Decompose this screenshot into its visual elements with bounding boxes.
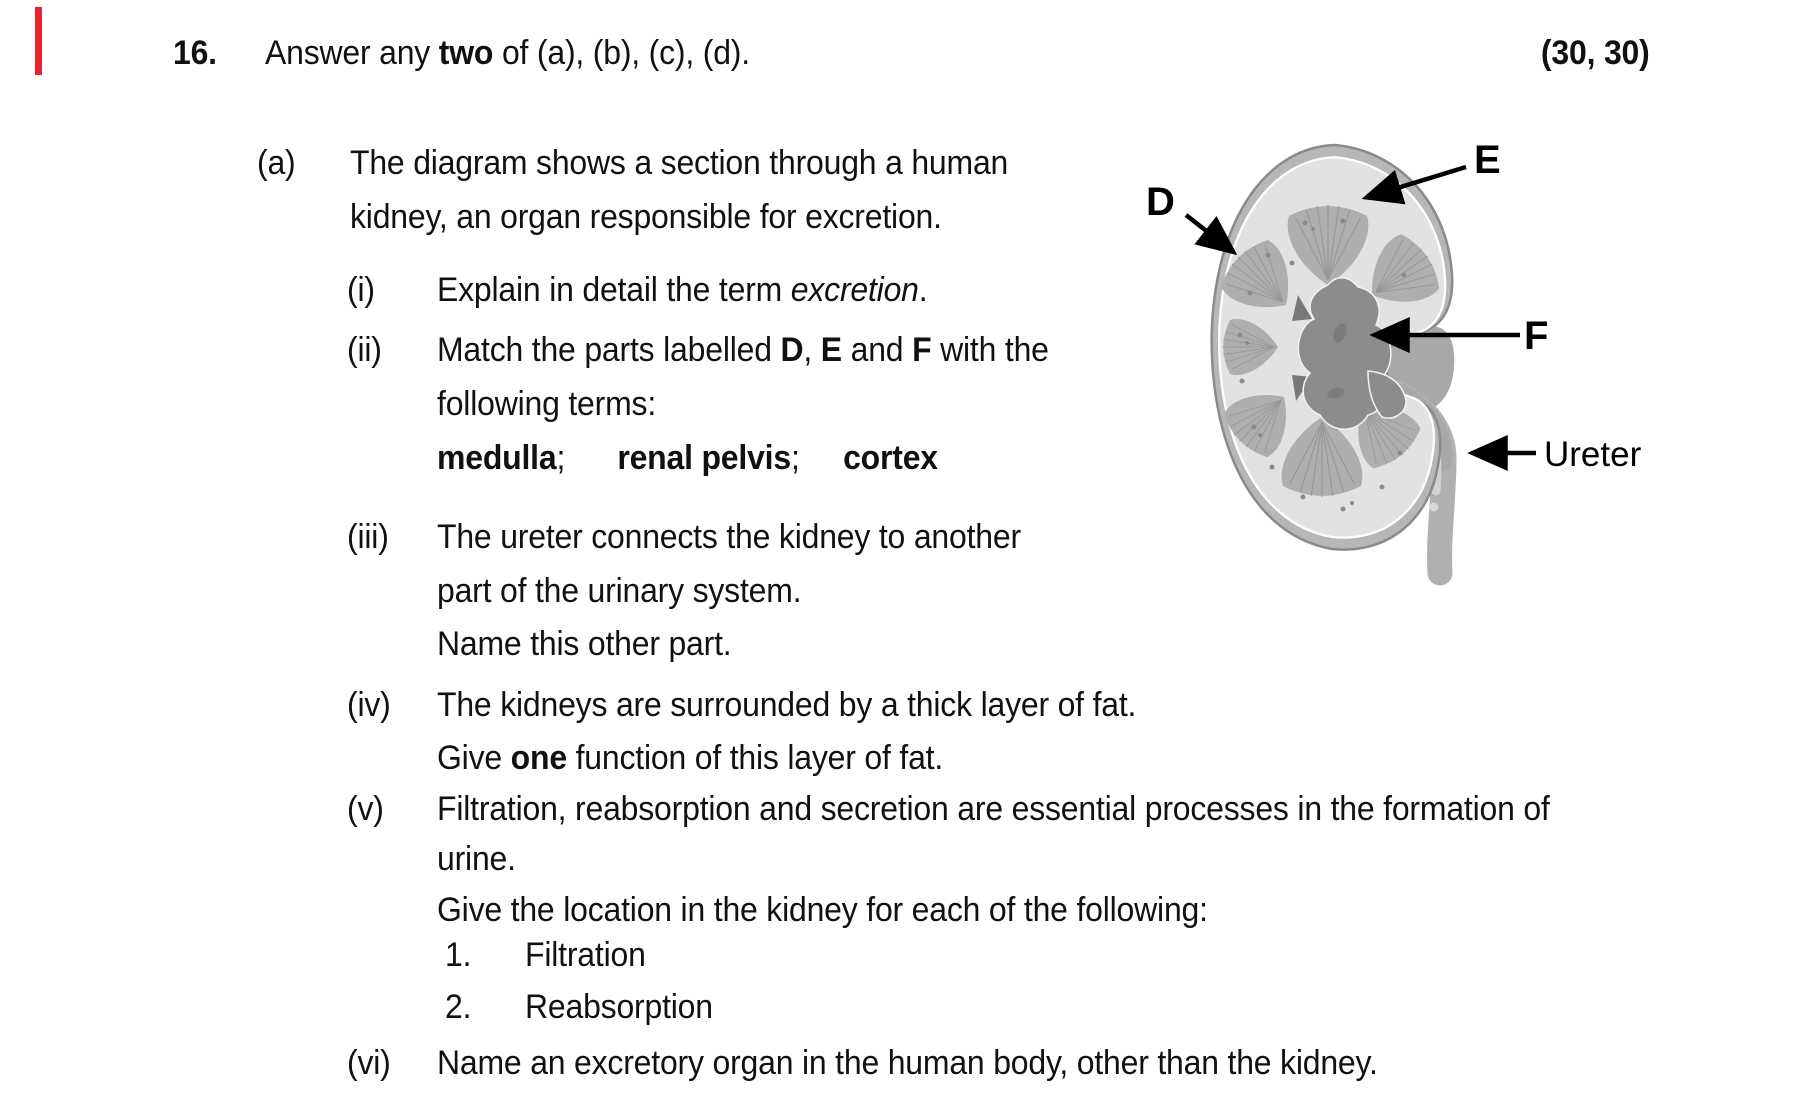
sub-item-number: 2. <box>445 988 472 1026</box>
label-f: F <box>1524 314 1548 358</box>
question-marks: (30, 30) <box>1541 34 1650 72</box>
item-v-text-1: Filtration, reabsorption and secretion a… <box>437 790 1550 828</box>
item-v-label: (v) <box>347 790 384 828</box>
item-vi-label: (vi) <box>347 1044 391 1082</box>
item-ii-text-1: Match the parts labelled D, E and F with… <box>437 331 1049 369</box>
item-ii-terms: medulla; renal pelvis; cortex <box>437 439 938 477</box>
item-iii-text-2: part of the urinary system. <box>437 572 802 610</box>
item-iii-label: (iii) <box>347 518 389 556</box>
sub-item-number: 1. <box>445 936 472 974</box>
arrow-e <box>1361 164 1467 205</box>
label-ureter: Ureter <box>1544 435 1642 474</box>
item-iii-text-3: Name this other part. <box>437 625 732 663</box>
item-iv-text-2: Give one function of this layer of fat. <box>437 739 944 777</box>
label-d: D <box>1146 180 1175 224</box>
item-vi-text: Name an excretory organ in the human bod… <box>437 1044 1378 1082</box>
sub-item-text: Filtration <box>525 936 646 974</box>
item-i-label: (i) <box>347 271 375 309</box>
renal-pelvis <box>1297 277 1407 430</box>
question-intro: Answer any two of (a), (b), (c), (d). <box>265 34 750 72</box>
label-e: E <box>1474 138 1501 182</box>
item-v-text-3: Give the location in the kidney for each… <box>437 891 1208 929</box>
red-margin-marker <box>35 7 42 75</box>
part-a-text-1: The diagram shows a section through a hu… <box>350 144 1009 182</box>
cortex-dots <box>1237 218 1407 512</box>
item-ii-label: (ii) <box>347 331 382 369</box>
question-header: 16. Answer any two of (a), (b), (c), (d)… <box>0 31 1818 75</box>
item-iv-text-1: The kidneys are surrounded by a thick la… <box>437 686 1137 724</box>
question-number: 16. <box>173 34 217 72</box>
part-a-label: (a) <box>257 144 296 182</box>
item-ii-text-2: following terms: <box>437 385 657 423</box>
arrow-d <box>1184 213 1238 256</box>
item-i-text: Explain in detail the term excretion. <box>437 271 928 309</box>
kidney-figure: D E F Ureter <box>1146 138 1642 586</box>
item-iv-label: (iv) <box>347 686 391 724</box>
item-iii-text-1: The ureter connects the kidney to anothe… <box>437 518 1021 556</box>
part-a-text-2: kidney, an organ responsible for excreti… <box>350 198 942 236</box>
figure-arrows <box>1184 164 1536 471</box>
sub-item-text: Reabsorption <box>525 988 713 1026</box>
item-v-text-2: urine. <box>437 840 516 878</box>
